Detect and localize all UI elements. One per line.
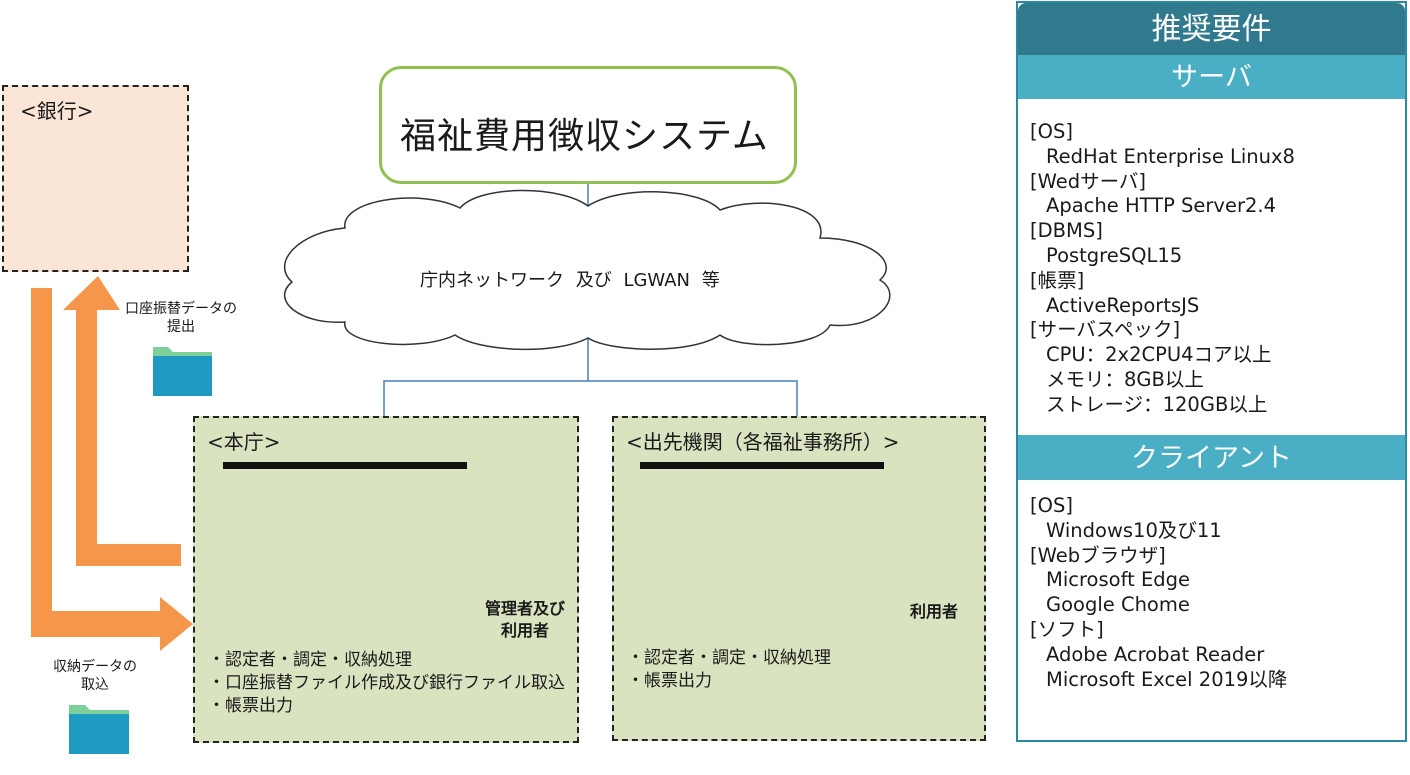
- requirements-panel: 推奨要件 サーバ [OS] RedHat Enterprise Linux8 […: [1016, 1, 1407, 742]
- requirements-title: 推奨要件: [1018, 3, 1405, 55]
- task-item: ・帳票出力: [627, 671, 712, 691]
- import-label-line-1: 収納データの: [53, 659, 137, 675]
- import-data-label: 収納データの 取込: [35, 658, 155, 694]
- server-heading: サーバ: [1018, 55, 1405, 99]
- req-value: メモリ：8GB以上: [1046, 367, 1204, 391]
- req-value: ストレージ：120GB以上: [1046, 392, 1268, 416]
- network-bus: [640, 462, 884, 469]
- req-value: Microsoft Edge: [1046, 568, 1191, 592]
- branch-role: 利用者: [894, 601, 974, 623]
- task-item: ・口座振替ファイル作成及び銀行ファイル取込: [208, 673, 565, 693]
- data-flow-arrows: [31, 276, 193, 651]
- network-label: 庁内ネットワーク 及び LGWAN 等: [420, 270, 720, 291]
- submit-label-line-1: 口座振替データの: [125, 301, 237, 317]
- req-category: [Webブラウザ]: [1030, 543, 1166, 567]
- server-requirements-list: [OS] RedHat Enterprise Linux8 [Wedサーバ] A…: [1030, 120, 1295, 418]
- branch-task-list: ・認定者・調定・収納処理 ・帳票出力: [627, 647, 831, 693]
- honcho-office-box: <本庁> 管理者及び 利用者 ・認定者・調定・収納処理 ・口座振替ファイル作成及…: [193, 416, 579, 743]
- branch-office-box: <出先機関（各福祉事務所）> 利用者 ・認定者・調定・収納処理 ・帳票出力: [612, 416, 986, 741]
- req-value: Adobe Acrobat Reader: [1046, 642, 1265, 666]
- req-value: RedHat Enterprise Linux8: [1046, 144, 1295, 168]
- req-value: PostgreSQL15: [1046, 243, 1183, 267]
- branch-title: <出先機関（各福祉事務所）>: [626, 430, 900, 454]
- req-category: [OS]: [1030, 120, 1073, 143]
- task-item: ・帳票出力: [208, 696, 293, 716]
- bank-title: <銀行>: [20, 99, 94, 123]
- req-value: Windows10及び11: [1046, 518, 1222, 542]
- task-item: ・認定者・調定・収納処理: [208, 650, 412, 670]
- req-category: [DBMS]: [1030, 219, 1103, 243]
- branch-role-line-1: 利用者: [909, 602, 958, 621]
- folder-icon: [69, 705, 129, 754]
- download-arrow: [31, 288, 193, 651]
- client-requirements-list: [OS] Windows10及び11 [Webブラウザ] Microsoft E…: [1030, 494, 1287, 692]
- network-cloud-shape: [284, 189, 891, 351]
- req-category: [帳票]: [1030, 268, 1085, 292]
- client-heading: クライアント: [1018, 435, 1405, 480]
- req-category: [サーバスペック]: [1030, 318, 1181, 342]
- req-category: [OS]: [1030, 494, 1073, 517]
- honcho-task-list: ・認定者・調定・収納処理 ・口座振替ファイル作成及び銀行ファイル取込 ・帳票出力: [208, 649, 565, 718]
- bank-box: <銀行>: [2, 85, 189, 272]
- system-title: 福祉費用徴収システム: [400, 116, 769, 157]
- req-category: [ソフト]: [1030, 617, 1104, 641]
- req-value: CPU：2x2CPU4コア以上: [1046, 343, 1272, 367]
- req-category: [Wedサーバ]: [1030, 169, 1147, 193]
- req-value: Google Chome: [1046, 593, 1190, 617]
- submit-data-label: 口座振替データの 提出: [106, 300, 256, 336]
- honcho-title: <本庁>: [207, 430, 281, 454]
- task-item: ・認定者・調定・収納処理: [627, 648, 831, 668]
- upload-arrow: [63, 276, 181, 566]
- network-bus: [223, 462, 467, 469]
- honcho-role: 管理者及び 利用者: [475, 598, 575, 642]
- import-label-line-2: 取込: [81, 677, 109, 693]
- req-value: Microsoft Excel 2019以降: [1046, 667, 1288, 691]
- req-value: ActiveReportsJS: [1046, 293, 1200, 317]
- honcho-role-line-1: 管理者及び: [484, 599, 565, 618]
- system-box: 福祉費用徴収システム: [379, 66, 797, 184]
- folder-icon: [153, 347, 212, 396]
- req-value: Apache HTTP Server2.4: [1046, 194, 1277, 218]
- submit-label-line-2: 提出: [167, 319, 195, 335]
- honcho-role-line-2: 利用者: [500, 621, 549, 640]
